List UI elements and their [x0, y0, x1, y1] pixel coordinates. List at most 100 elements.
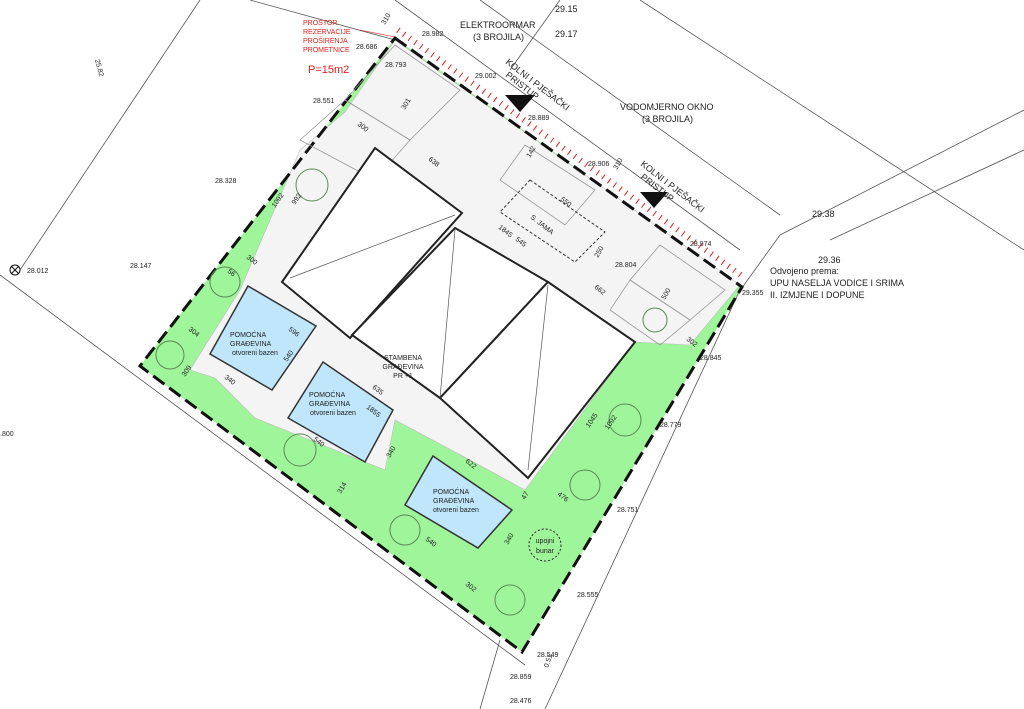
label: REZERVACIJE — [303, 29, 351, 36]
plot-boundary — [137, 35, 744, 655]
label: STAMBENA — [384, 355, 422, 362]
drawing-element — [479, 639, 501, 709]
drawing-element — [509, 0, 561, 71]
label: 28.906 — [588, 161, 610, 168]
drawing-element — [779, 109, 1024, 236]
drawing-element — [479, 0, 781, 216]
label: POMOĆNA — [433, 487, 470, 496]
label: 56 — [226, 268, 237, 278]
label: 250 — [594, 245, 606, 259]
label: 28.012 — [27, 268, 49, 275]
label: 28.793 — [385, 62, 407, 69]
label: 28.555 — [577, 592, 599, 599]
pool-2 — [286, 360, 394, 464]
drawing-element — [249, 0, 396, 41]
drawing-element — [0, 274, 526, 666]
label: 340 — [386, 445, 398, 459]
label: (3 BROJILA) — [473, 32, 524, 42]
pool-3 — [403, 454, 514, 549]
drawing-element — [639, 0, 1024, 251]
label: POMOĆNA — [230, 330, 267, 339]
label: GRAĐEVINA — [230, 341, 272, 348]
label: ELEKTROORMAR — [460, 20, 536, 30]
label: 29.002 — [475, 73, 497, 80]
label: 29.15 — [555, 4, 578, 14]
label: 28.859 — [510, 674, 532, 681]
label: 29.36 — [818, 255, 841, 265]
pool-1 — [208, 284, 318, 391]
label: 340 — [504, 532, 516, 546]
label: GRAĐEVINA — [433, 498, 475, 505]
drawing-element — [608, 403, 642, 437]
label: 47 — [521, 491, 531, 501]
tree-icons — [155, 168, 668, 616]
label: VODOMJERNO OKNO — [620, 102, 714, 112]
label: otvoreni bazen — [433, 507, 479, 514]
label: 500 — [661, 287, 673, 301]
drawing-element — [295, 168, 329, 202]
well-label: bunar — [536, 548, 555, 555]
label: PROMETNICE — [303, 47, 350, 54]
label: 28.845 — [700, 355, 722, 362]
elevation-labels: 29.15 29.17 28.982 28.686 28.793 29.002 … — [0, 4, 841, 705]
label: otvoreni bazen — [232, 350, 278, 357]
drawing-element — [289, 214, 456, 279]
label: II. IZMJENE I DOPUNE — [770, 290, 865, 300]
label: 0.51 — [543, 653, 554, 668]
label: 28.982 — [422, 31, 444, 38]
label: 301 — [401, 97, 413, 111]
drawing-element — [389, 514, 421, 546]
access-arrow-icon — [505, 95, 535, 112]
access-arrow-icon — [640, 192, 668, 208]
drawing-element — [642, 307, 668, 333]
label: 310 — [381, 12, 393, 26]
pools — [208, 284, 514, 549]
label: 28.779 — [660, 422, 682, 429]
drawing-element — [494, 584, 526, 616]
label: 28.804 — [615, 262, 637, 269]
label: PROŠIRENJA — [303, 36, 348, 45]
label: GRAĐEVINA — [382, 364, 424, 371]
drawing-element — [829, 149, 1024, 241]
label: (3 BROJILA) — [642, 114, 693, 124]
drawing-element — [359, 29, 396, 38]
septic-tank — [499, 179, 606, 263]
drawing-element — [499, 144, 596, 226]
drawing-element — [209, 266, 241, 298]
drawing-element — [10, 265, 20, 275]
label: 28.328 — [215, 178, 237, 185]
label: 28.974 — [690, 241, 712, 248]
label: 28.147 — [130, 263, 152, 270]
drawing-element — [527, 284, 549, 471]
label: 25.82 — [93, 59, 104, 78]
label: 28.476 — [510, 698, 532, 705]
house-label: STAMBENA GRAĐEVINA PR +1 — [382, 355, 424, 380]
drawing-element — [544, 289, 741, 709]
label: POMOĆNA — [309, 390, 346, 399]
label: 314 — [337, 481, 349, 495]
pool-label: POMOĆNA GRAĐEVINA otvoreni bazen POMOĆNA… — [230, 330, 479, 514]
label: 310 — [613, 157, 625, 171]
reserve-label: PROSTOR REZERVACIJE PROŠIRENJA PROMETNIC… — [303, 20, 351, 76]
label: .800 — [0, 431, 14, 438]
label: 28.549 — [537, 652, 559, 659]
label: PROSTOR — [303, 20, 338, 27]
drawing-element — [394, 0, 741, 251]
drawing-element — [569, 469, 601, 501]
house-1 — [280, 146, 464, 340]
label: PR +1 — [393, 373, 413, 380]
label: 28.889 — [528, 115, 550, 122]
label: 29.355 — [742, 290, 764, 297]
label: P=15m2 — [308, 64, 349, 76]
label: otvoreni bazen — [310, 410, 356, 417]
drawing-element — [283, 433, 317, 467]
label: UPU NASELJA VODICE I SRIMA — [770, 278, 904, 288]
roof-lines — [289, 214, 549, 471]
label: 28.751 — [617, 507, 639, 514]
label: GRAĐEVINA — [309, 401, 351, 408]
drawing-element — [609, 279, 691, 346]
well-symbol — [528, 528, 562, 562]
label: 28.551 — [313, 98, 335, 105]
